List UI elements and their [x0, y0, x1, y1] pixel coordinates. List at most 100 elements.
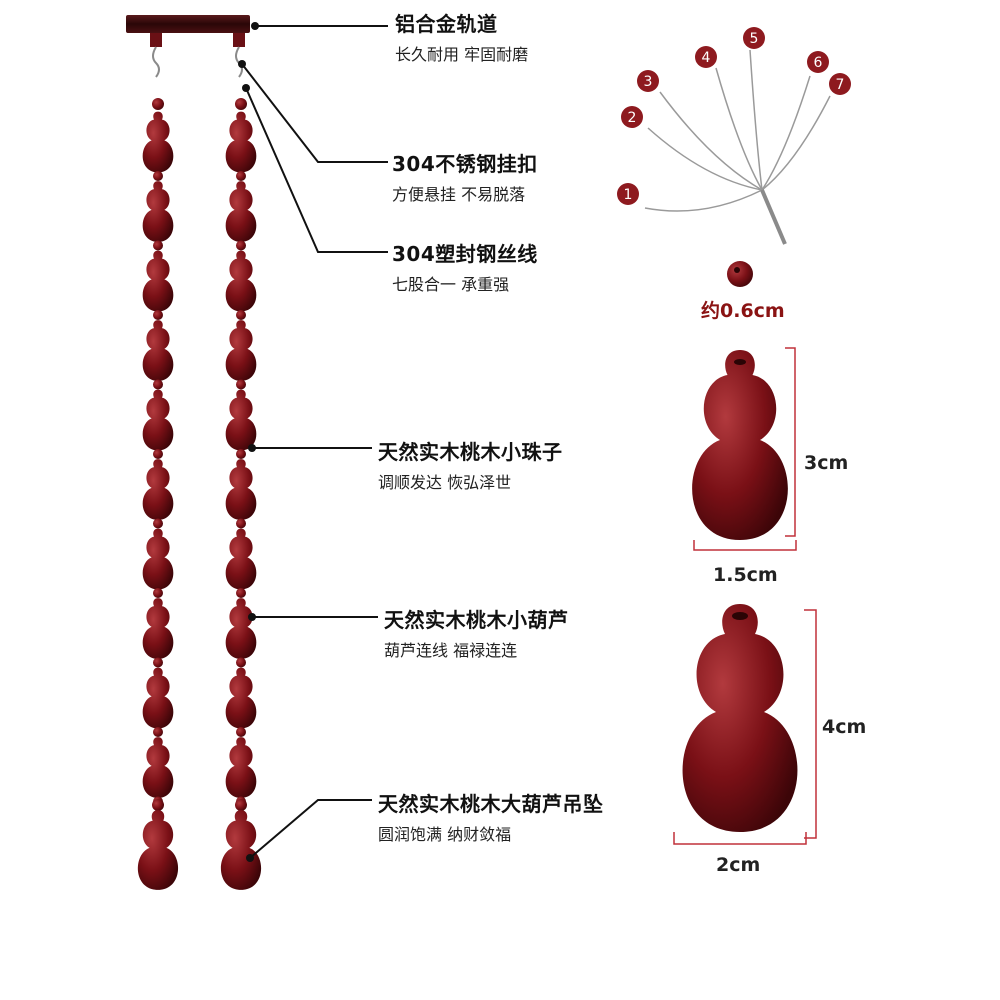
callout-wire-subtitle: 七股合一 承重强 — [392, 275, 510, 294]
strand-number-badge — [743, 27, 765, 49]
small-gourd — [225, 737, 257, 798]
callout-large-gourd-subtitle: 圆润饱满 纳财敛福 — [378, 825, 512, 844]
bead-size-label: 约0.6cm — [701, 300, 785, 322]
bead-strand-left — [137, 98, 179, 890]
small-gourd — [142, 181, 174, 242]
callout-small-gourd-title: 天然实木桃木小葫芦 — [384, 608, 569, 632]
callout-rail-subtitle: 长久耐用 牢固耐磨 — [395, 45, 529, 64]
small-gourd — [142, 320, 174, 381]
callout-hook-subtitle: 方便悬挂 不易脱落 — [392, 185, 526, 204]
small-bead — [235, 799, 247, 811]
callout-small-gourd-subtitle: 葫芦连线 福禄连连 — [384, 641, 518, 660]
wire-strand — [659, 91, 763, 191]
small-bead — [236, 310, 246, 320]
callout-wire-title: 304塑封钢丝线 — [392, 242, 538, 266]
strand-number: 5 — [750, 31, 759, 47]
small-bead — [153, 379, 163, 390]
small-gourd-image — [692, 350, 788, 540]
strand-number: 6 — [814, 55, 823, 71]
small-gourd — [225, 111, 257, 173]
small-bead — [153, 240, 163, 251]
large-gourd-height-label: 4cm — [822, 716, 867, 738]
small-bead — [153, 310, 163, 320]
strand-number-badge — [617, 183, 639, 205]
callout-rail-title: 铝合金轨道 — [395, 12, 498, 36]
large-gourd-pendant — [137, 810, 179, 890]
small-bead — [235, 98, 247, 110]
strand-number: 4 — [702, 50, 711, 66]
strand-number-badge — [621, 106, 643, 128]
small-bead — [152, 98, 164, 110]
callout-large-gourd: 天然实木桃木大葫芦吊坠 圆润饱满 纳财敛福 — [378, 788, 604, 845]
wire-strand — [761, 75, 811, 191]
single-bead — [727, 261, 753, 287]
small-gourd — [225, 598, 257, 659]
steel-wire-strands-diagram: 1 2 3 4 5 67 — [617, 27, 851, 245]
callout-small-gourd: 天然实木桃木小葫芦 葫芦连线 福禄连连 — [384, 604, 569, 661]
large-gourd-image — [682, 604, 798, 832]
callout-rail: 铝合金轨道 长久耐用 牢固耐磨 — [395, 8, 528, 65]
small-gourd — [225, 667, 257, 729]
callout-wire: 304塑封钢丝线 七股合一 承重强 — [392, 238, 538, 295]
small-gourd — [225, 459, 257, 520]
strand-number-badge — [829, 73, 851, 95]
small-bead — [236, 240, 246, 251]
small-gourd — [142, 459, 174, 520]
small-gourd — [142, 389, 174, 451]
steel-hooks — [152, 46, 243, 78]
small-gourd — [142, 598, 174, 659]
small-bead — [153, 727, 163, 737]
strand-number: 7 — [836, 77, 845, 93]
small-gourd — [142, 667, 174, 729]
small-bead — [152, 799, 164, 811]
strand-number-badge — [695, 46, 717, 68]
wire-strand — [647, 127, 763, 191]
strand-number: 3 — [644, 74, 653, 90]
wire-strand — [749, 49, 763, 191]
small-gourd — [142, 528, 174, 590]
small-bead — [236, 379, 246, 390]
large-gourd-width-label: 2cm — [716, 854, 761, 876]
callout-large-gourd-title: 天然实木桃木大葫芦吊坠 — [378, 792, 604, 816]
wire-strand — [644, 189, 763, 212]
small-gourd-height-label: 3cm — [804, 452, 849, 474]
small-gourd-width-label: 1.5cm — [713, 564, 778, 586]
strand-number: 1 — [624, 187, 633, 203]
small-gourd — [225, 528, 257, 590]
small-gourd — [142, 111, 174, 173]
strand-number-badge — [637, 70, 659, 92]
strand-number-badge — [807, 51, 829, 73]
small-bead — [236, 518, 246, 529]
small-gourd-dimension-lines — [693, 347, 797, 551]
small-bead — [236, 588, 246, 598]
small-gourd — [225, 181, 257, 242]
small-bead — [153, 657, 163, 668]
small-bead — [153, 171, 163, 181]
twisted-wire-bundle — [760, 189, 787, 245]
wire-strand — [715, 67, 763, 191]
aluminum-rail — [126, 15, 250, 47]
large-gourd-dimension-lines — [673, 609, 817, 845]
small-gourd — [225, 250, 257, 312]
small-gourd — [142, 737, 174, 798]
small-bead — [236, 657, 246, 668]
callout-hook: 304不锈钢挂扣 方便悬挂 不易脱落 — [392, 148, 538, 205]
small-gourd — [225, 320, 257, 381]
bead-strand-right — [220, 98, 262, 890]
small-gourd — [142, 250, 174, 312]
callout-lines — [238, 22, 388, 862]
callout-small-beads-subtitle: 调顺发达 恢弘泽世 — [378, 473, 512, 492]
callout-hook-title: 304不锈钢挂扣 — [392, 152, 538, 176]
small-bead — [236, 171, 246, 181]
strand-number: 2 — [628, 110, 637, 126]
small-bead — [236, 449, 246, 459]
large-gourd-pendant — [220, 810, 262, 890]
callout-small-beads-title: 天然实木桃木小珠子 — [378, 440, 563, 464]
wire-strand — [761, 95, 831, 191]
small-gourd — [225, 389, 257, 451]
small-bead — [153, 518, 163, 529]
small-bead — [153, 449, 163, 459]
small-bead — [236, 727, 246, 737]
callout-small-beads: 天然实木桃木小珠子 调顺发达 恢弘泽世 — [378, 436, 563, 493]
